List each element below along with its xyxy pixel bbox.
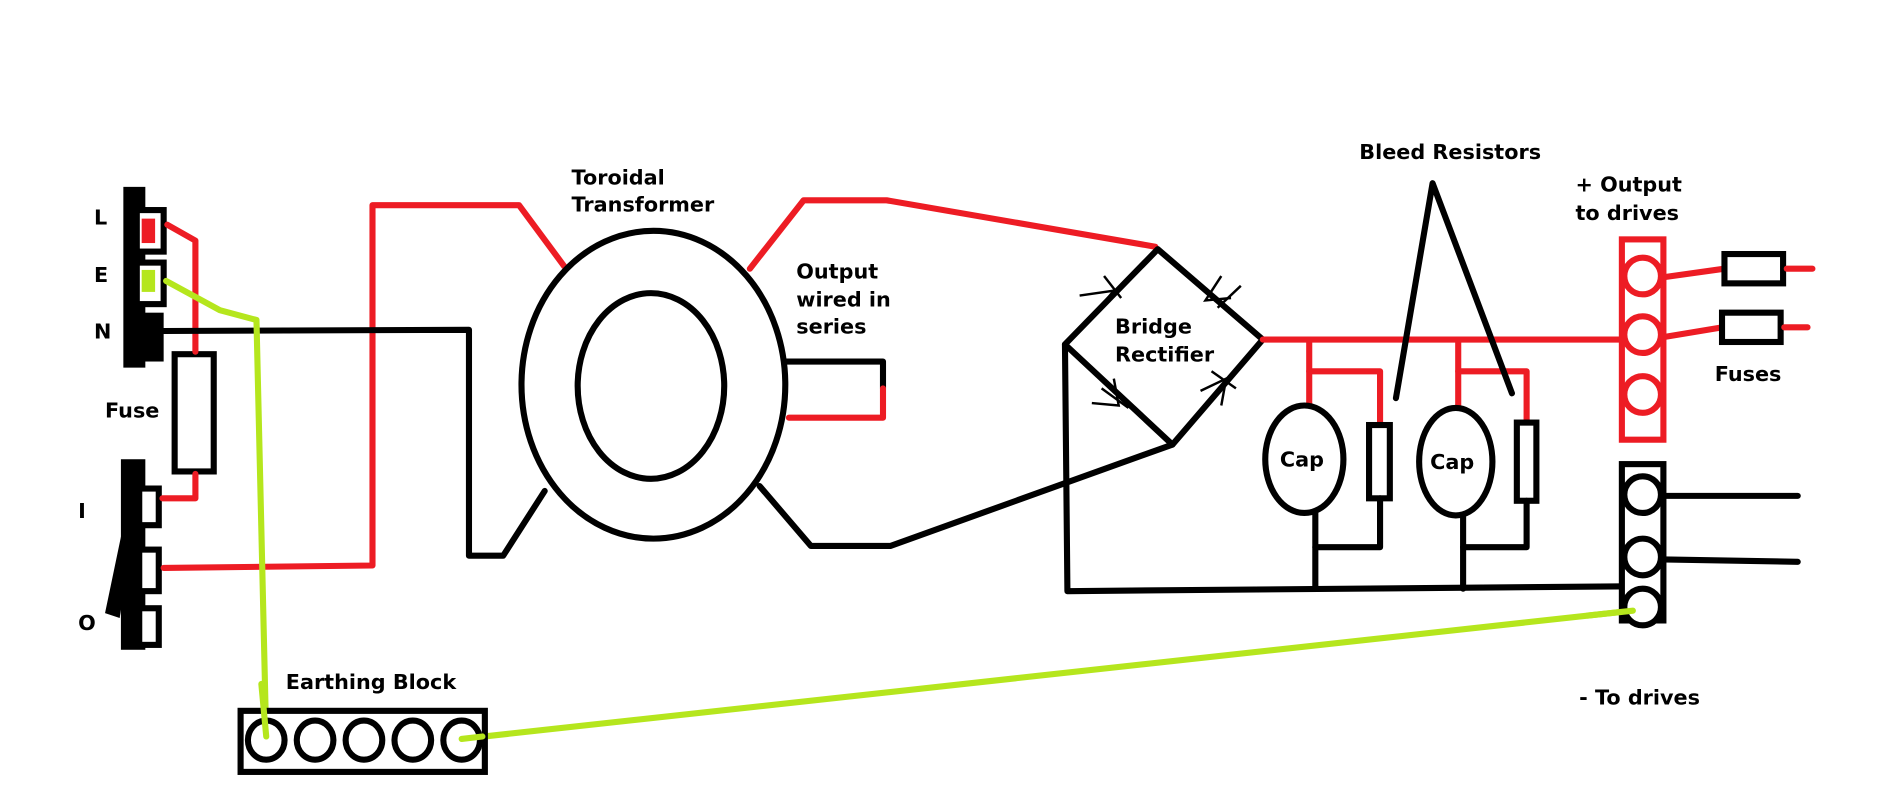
inlet-label-neutral: N — [94, 319, 111, 343]
earthing-block: Earthing Block — [237, 670, 488, 775]
wire-res2-negative — [1460, 497, 1530, 551]
switch-terminal-3 — [136, 605, 162, 648]
earth-wiring — [163, 277, 1636, 742]
transformer-label: Toroidal Transformer — [572, 165, 715, 216]
output-fuses: Fuses — [1660, 250, 1816, 386]
switch-terminal-2 — [136, 546, 162, 595]
capacitor-label: Cap — [1280, 448, 1324, 472]
terminal-neutral — [136, 312, 164, 362]
output-fuse-2 — [1718, 309, 1784, 346]
bleed-resistor-2 — [1460, 419, 1540, 551]
bleed-resistors-label: Bleed Resistors — [1359, 140, 1541, 164]
positive-output-line-1: + Output — [1575, 173, 1682, 197]
wire-res2-positive — [1455, 368, 1530, 426]
secondary-link-black — [782, 358, 887, 392]
wire-earth-block-to-negative — [458, 607, 1636, 742]
live-wiring — [159, 197, 1159, 571]
output-fuses-label: Fuses — [1715, 362, 1782, 386]
toroidal-transformer: Toroidal Transformer Output wired in ser… — [518, 165, 898, 542]
negative-output-block: - To drives — [1579, 461, 1801, 710]
diode-icon — [1203, 275, 1242, 309]
neutral-wiring — [160, 326, 548, 559]
bleed-resistors-callout: Bleed Resistors — [1359, 140, 1541, 402]
earthing-block-label: Earthing Block — [286, 670, 458, 694]
bleed-resistor-1 — [1312, 421, 1393, 551]
earthing-terminal — [293, 717, 337, 763]
earthing-terminal — [342, 717, 386, 763]
capacitor-body — [1416, 404, 1496, 519]
diode-icon — [1200, 370, 1237, 406]
wire-fuse1-in — [1660, 265, 1728, 281]
switch-rocker-icon — [105, 525, 135, 619]
switch-terminal-1 — [136, 485, 162, 529]
mains-fuse: Fuse — [105, 351, 217, 475]
positive-output-label: + Output to drives — [1575, 173, 1689, 225]
negative-output-label: - To drives — [1579, 686, 1700, 710]
inlet-label-earth: E — [94, 263, 108, 287]
wire-negative-rail — [1061, 341, 1633, 595]
mains-fuse-body — [171, 351, 217, 475]
wire-negative-out-2 — [1660, 556, 1801, 565]
output-note-label: Output wired in series — [796, 259, 898, 338]
wire-switch-to-primary — [160, 202, 568, 571]
wire-earth-entry — [258, 680, 270, 740]
output-note-line-1: Output — [796, 259, 878, 283]
positive-terminal — [1621, 313, 1665, 357]
wire-earth-exit — [458, 733, 486, 742]
mains-inlet: L E N — [94, 186, 167, 368]
mains-fuse-label: Fuse — [105, 399, 159, 423]
positive-terminal — [1621, 373, 1665, 416]
negative-terminal — [1621, 473, 1665, 517]
negative-terminal — [1621, 585, 1665, 629]
output-note-line-2: wired in — [796, 288, 891, 312]
earthing-terminals — [244, 717, 484, 763]
rectifier-label: Bridge Rectifier — [1115, 314, 1215, 366]
earthing-terminal — [391, 717, 435, 763]
terminal-earth — [133, 259, 167, 308]
terminal-live-fill — [141, 218, 156, 244]
inlet-label-live: L — [94, 206, 107, 230]
power-switch: I O — [78, 459, 162, 650]
positive-output-line-2: to drives — [1575, 201, 1679, 225]
wire-earth-terminal-end — [1584, 607, 1636, 619]
transformer-label-line-2: Transformer — [572, 192, 715, 216]
wire-live-to-fuse — [164, 221, 199, 355]
switch-label-off: O — [78, 611, 96, 635]
secondary-link-red — [785, 385, 887, 421]
positive-rail — [1259, 336, 1628, 429]
capacitor-body — [1262, 402, 1347, 517]
negative-terminal — [1621, 535, 1665, 579]
terminal-earth-fill — [141, 269, 156, 292]
capacitor-1: Cap — [1262, 402, 1347, 592]
wire-neutral-to-primary — [160, 326, 548, 559]
output-fuse-1 — [1721, 250, 1787, 287]
rectifier-label-line-1: Bridge — [1115, 314, 1192, 338]
resistor-body — [1366, 421, 1393, 502]
callout-pointer — [1392, 180, 1516, 402]
capacitor-label: Cap — [1430, 450, 1474, 474]
output-note-line-3: series — [796, 314, 866, 338]
positive-terminal — [1621, 254, 1665, 298]
wire-res1-negative — [1312, 495, 1384, 551]
diode-icon — [1079, 275, 1123, 321]
wire-earth-to-block — [163, 277, 270, 742]
wire-res1-positive — [1306, 368, 1384, 429]
resistor-body — [1513, 419, 1540, 504]
positive-output-block: + Output to drives — [1575, 173, 1689, 443]
switch-label-on: I — [78, 499, 86, 523]
diode-icon — [1091, 378, 1130, 409]
transformer-label-line-1: Toroidal — [572, 165, 665, 189]
bridge-rectifier: Bridge Rectifier — [1061, 246, 1266, 448]
transformer-inner-ring — [574, 290, 728, 482]
wire-fuse2-in — [1660, 324, 1726, 341]
rectifier-label-line-2: Rectifier — [1115, 343, 1215, 367]
capacitor-2: Cap — [1416, 404, 1496, 592]
wire-secondary-to-rectifier — [746, 197, 1159, 272]
wire-fuse-to-switch — [159, 470, 199, 502]
wire-secondary-return — [756, 441, 1176, 550]
